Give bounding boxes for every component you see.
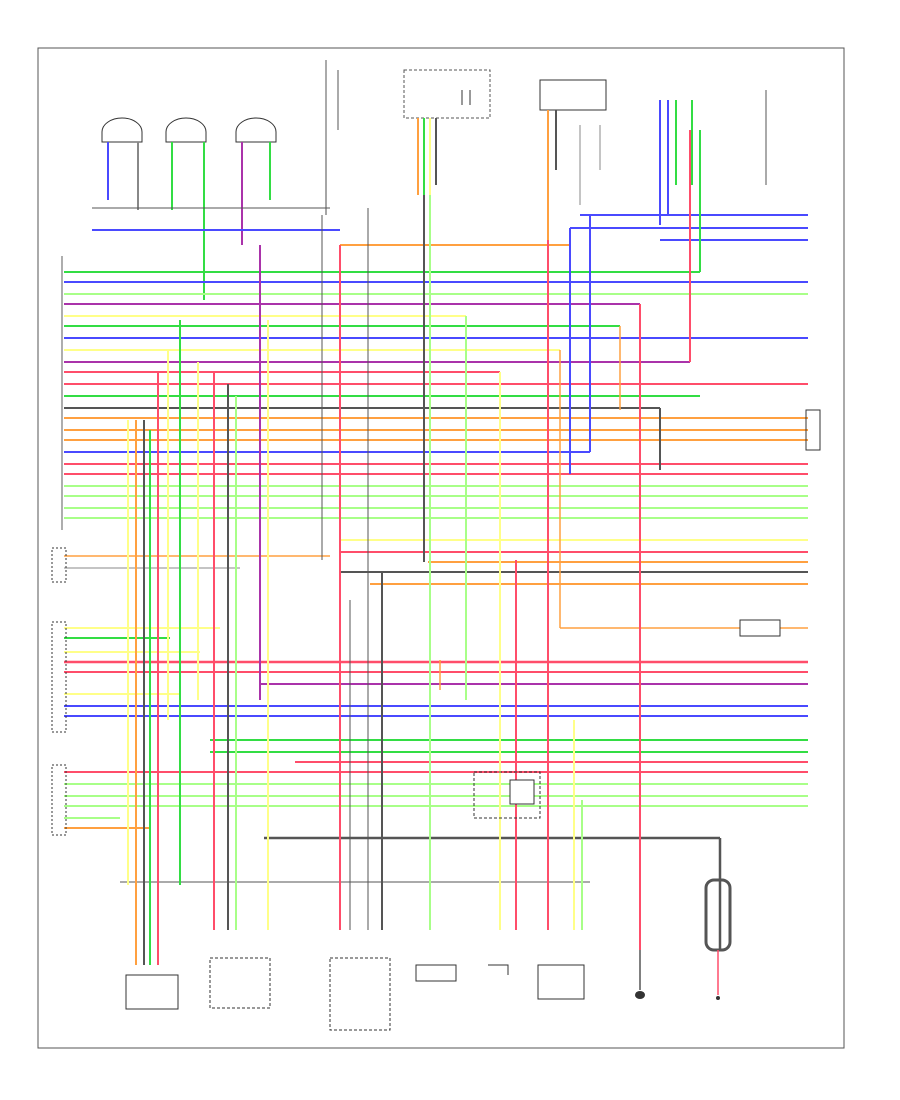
left-connector-lower — [51, 621, 67, 836]
vertical-wires — [127, 130, 722, 965]
bottom-ground — [635, 950, 645, 999]
bottom-sensor-5 — [488, 964, 509, 975]
bottom-sensor-4 — [415, 964, 457, 982]
top-center-relay — [403, 69, 491, 195]
top-center-switch — [325, 60, 339, 215]
top-left-sensor-1 — [101, 117, 143, 210]
right-inline-component — [739, 619, 781, 637]
diagram-frame — [37, 47, 845, 1049]
bottom-sensor-6 — [537, 964, 585, 1000]
bottom-sensor-2 — [209, 957, 271, 1009]
top-right-box — [539, 79, 607, 240]
bus-wires — [64, 207, 808, 883]
bottom-coax — [704, 878, 732, 1000]
right-connector-upper — [805, 409, 821, 451]
bottom-sensor-3 — [329, 957, 391, 1031]
left-connector-mid — [51, 547, 67, 583]
center-relay — [473, 771, 541, 819]
top-left-sensor-3 — [235, 117, 277, 245]
bottom-sensor-1 — [125, 974, 179, 1010]
top-right-connector — [659, 100, 693, 225]
top-left-sensor-2 — [165, 117, 207, 300]
